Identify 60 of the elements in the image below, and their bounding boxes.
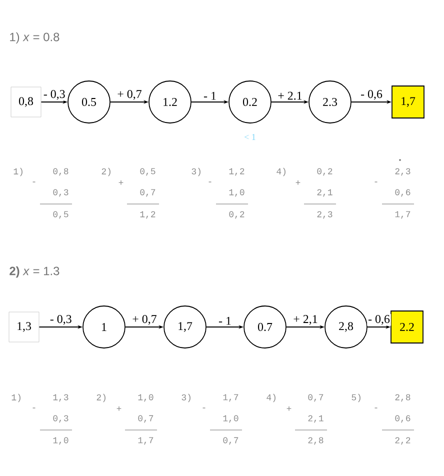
digit-row: 0,7 [223, 437, 238, 445]
digit-row: 2,1 [317, 189, 332, 197]
digit-row: 0,6 [395, 415, 410, 423]
digit-row: 1,0 [53, 437, 68, 445]
item-number: 4) [266, 394, 276, 402]
note: < 1 [244, 134, 256, 140]
digit-row: 0,7 [138, 415, 154, 423]
digit-row: 1,7 [395, 211, 410, 219]
digit-row: 0,5 [53, 211, 68, 219]
digit-row: 0,3 [53, 189, 68, 197]
digit-row: 2,3 [317, 211, 332, 219]
edge-label: + 0,7 [132, 315, 156, 325]
edge-label: - 0,6 [360, 90, 382, 100]
edge-label: - 0,6 [368, 315, 390, 325]
item-number: 3) [182, 394, 190, 402]
item-number: 4) [276, 168, 286, 176]
digit-row: 0,5 [140, 168, 156, 176]
digit-row: 1,7 [138, 437, 154, 445]
digit-row: 2,1 [308, 415, 324, 423]
number-box: 0,8 [10, 86, 42, 118]
item-number: 5) [352, 394, 360, 402]
digit-row: 0,3 [53, 415, 68, 423]
item-number: 1) [12, 394, 20, 402]
answer-box: 1,7 [392, 86, 424, 118]
operation-sign: + [118, 180, 124, 185]
heading: 1) x = 0.8 [10, 32, 60, 44]
item-number: 2) [102, 168, 110, 176]
digit-row: 2,2 [395, 437, 410, 445]
digit-row: 0,7 [308, 394, 324, 402]
number-box: 1,3 [8, 312, 40, 342]
item-number: 2) [96, 394, 106, 402]
operation-sign: + [296, 180, 300, 185]
item-number: 1) [14, 168, 22, 176]
operation-sign: + [116, 406, 122, 411]
digit-row: 1,0 [138, 394, 154, 402]
edge-label: + 2.1 [278, 92, 302, 100]
edge-label: + 0,7 [118, 90, 142, 100]
digit-row: 0,2 [317, 168, 332, 176]
edge-label: - 1 [218, 316, 231, 325]
digit-row: 1,0 [229, 189, 244, 197]
operation-sign: + [286, 406, 292, 411]
digit-row: 0,8 [53, 168, 68, 176]
edge-label: - 1 [204, 92, 216, 100]
digit-row: 1,3 [53, 394, 68, 402]
heading: 2) x = 1.3 [10, 266, 60, 278]
digit-row: 2,8 [395, 394, 410, 402]
edge-label: + 2,1 [294, 315, 318, 325]
digit-row: 1,2 [229, 168, 244, 176]
digit-row: 1,7 [223, 394, 238, 402]
digit-row: 0,6 [395, 189, 410, 197]
digit-row: 0,2 [229, 211, 244, 219]
digit-row: 0,7 [140, 189, 156, 197]
digit-row: 2,3 [395, 168, 410, 176]
digit-row: 1,2 [140, 211, 156, 219]
digit-row: 2,8 [308, 437, 324, 445]
item-number: 3) [192, 168, 200, 176]
edge-label: - 0,3 [50, 315, 72, 325]
edge-label: - 0,3 [44, 90, 65, 100]
answer-box: 2.2 [390, 310, 424, 344]
digit-row: 1,0 [223, 415, 238, 423]
